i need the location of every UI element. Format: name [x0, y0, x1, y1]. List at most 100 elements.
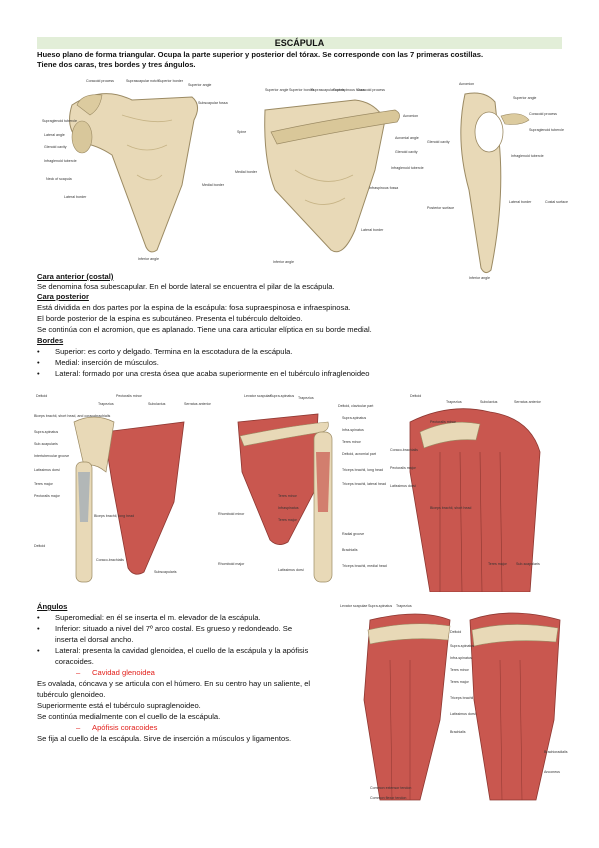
- sub-heading-cavidad-glenoidea: –Cavidad glenoidea: [76, 668, 155, 677]
- label-trapezius: Trapezius: [98, 402, 114, 406]
- label-teres-major-b: Teres major: [450, 680, 469, 684]
- label-lateral-border: Lateral border: [64, 195, 87, 199]
- label-superior-border-post: Superior border: [289, 88, 314, 92]
- label-medial-border: Medial border: [202, 183, 224, 187]
- heading-cara-posterior: Cara posterior: [37, 292, 89, 301]
- label-teres-minor-p2: Teres minor: [278, 494, 297, 498]
- label-teres-minor-b: Teres minor: [450, 668, 469, 672]
- label-subscapularis-a: Sub-scapularis: [516, 562, 540, 566]
- label-supraglenoid-tubercle-lat: Supraglenoid tubercle: [529, 128, 564, 132]
- label-triceps-long-head: Triceps brachii, long head: [342, 468, 384, 472]
- coracoides-line-1: Se fija al cuello de la escápula. Sirve …: [37, 734, 292, 743]
- label-latissimus-dorsi: Latissimus dorsi: [34, 468, 60, 472]
- label-supraspinatus-b1: Supra-spinatus: [368, 604, 393, 608]
- angulo-inferior-cont: inserta el dorsal ancho.: [55, 635, 134, 644]
- label-deltoid-b: Deltoid: [450, 630, 462, 634]
- label-subclavius-a: Subclavius: [480, 400, 498, 404]
- borde-medial: •Medial: inserción de músculos.: [37, 358, 159, 367]
- label-latissimus-dorsi-b: Latissimus dorsi: [450, 712, 476, 716]
- label-common-extensor-tendon: Common extensor tendon: [370, 786, 412, 790]
- anterior-text: Se denomina fosa subescapular. En el bor…: [37, 282, 335, 291]
- label-infraglenoid-tubercle-post: Infraglenoid tubercle: [391, 166, 424, 170]
- posterior-line-2: El borde posterior de la espina es subcu…: [37, 314, 303, 323]
- angulo-inferior: •Inferior: situado a nivel del 7º arco c…: [37, 624, 293, 633]
- label-rhomboid-major: Rhomboid major: [218, 562, 245, 566]
- label-serratus-anterior: Serratus anterior: [184, 402, 211, 406]
- label-neck-of-scapula: Neck of scapula: [46, 177, 72, 181]
- label-superior-angle-lat: Superior angle: [513, 96, 537, 100]
- label-spine: Spine: [237, 130, 247, 134]
- label-medial-border-post: Medial border: [235, 170, 257, 174]
- cavidad-line-3: Superiormente está el tubérculo supragle…: [37, 701, 201, 710]
- cavidad-line-1: Es ovalada, cóncava y se articula con el…: [37, 679, 311, 688]
- figure-scapula-lateral: Acromion Superior angle Coracoid process…: [425, 80, 575, 280]
- label-brachialis-b: Brachialis: [450, 730, 466, 734]
- label-infraspinous-fossa: Infraspinous fossa: [369, 186, 399, 190]
- label-lateral-angle: Lateral angle: [44, 133, 65, 137]
- label-costal-surface: Costal surface: [545, 200, 568, 204]
- label-acromial-angle: Acromial angle: [395, 136, 419, 140]
- heading-bordes: Bordes: [37, 336, 64, 345]
- label-infraspinatus-b: Infra-spinatus: [450, 656, 472, 660]
- label-superior-angle-post: Superior angle: [265, 88, 289, 92]
- label-pectoralis-minor: Pectoralis minor: [116, 394, 142, 398]
- label-pectoralis-minor-a: Pectoralis minor: [430, 420, 456, 424]
- figure-muscles-anterior: Deltoid Pectoralis minor Trapezius Subcl…: [34, 392, 214, 592]
- label-biceps-short-head: Biceps brachii, short head, and coracobr…: [34, 414, 111, 418]
- label-deltoid-a: Deltoid: [410, 394, 422, 398]
- label-infraspinatus-p1: Infra-spinatus: [342, 428, 364, 432]
- label-radial-groove: Radial groove: [342, 532, 365, 536]
- label-infraglenoid-tubercle-lat: Infraglenoid tubercle: [511, 154, 544, 158]
- label-superior-border: Superior border: [158, 79, 183, 83]
- intro-line-2: Tiene dos caras, tres bordes y tres ángu…: [37, 60, 196, 69]
- label-teres-minor-p1: Teres minor: [342, 440, 361, 444]
- label-supraspinatus-p2: Supra-spinatus: [342, 416, 367, 420]
- label-serratus-anterior-a: Serratus anterior: [514, 400, 541, 404]
- label-subscapularis: Subscapularis: [154, 570, 177, 574]
- label-common-flexor-tendon: Common flexor tendon: [370, 796, 407, 800]
- label-superior-angle: Superior angle: [188, 83, 212, 87]
- label-teres-major-a: Teres major: [488, 562, 507, 566]
- figure-muscles-anterior-arm: Deltoid Trapezius Subclavius Serratus an…: [390, 392, 560, 592]
- title-highlight: [37, 37, 562, 49]
- label-coracobrachialis: Coraco-brachialis: [96, 558, 124, 562]
- label-levator-scapulae: Levator scapulae: [244, 394, 272, 398]
- label-supraspinatus-p1: Supra-spinatus: [270, 394, 295, 398]
- figure-muscles-posterior: Levator scapulae Supra-spinatus Trapeziu…: [218, 392, 388, 592]
- label-infraspinatus-p2: Infraspinatus: [278, 506, 299, 510]
- label-triceps-b: Triceps brachii: [450, 696, 474, 700]
- angulo-superomedial: •Superomedial: en él se inserta el m. el…: [37, 613, 261, 622]
- label-subclavius: Subclavius: [148, 402, 166, 406]
- heading-angulos: Ángulos: [37, 602, 68, 611]
- label-glenoid-cavity-lat: Glenoid cavity: [427, 140, 450, 144]
- intro-line-1: Hueso plano de forma triangular. Ocupa l…: [37, 50, 484, 59]
- label-supraspinatus-b2: Supra-spinatus: [450, 644, 475, 648]
- label-biceps-short-head-a: Biceps brachii, short head: [430, 506, 472, 510]
- label-lateral-border-lat: Lateral border: [509, 200, 532, 204]
- label-subscapular-fossa: Subscapular fossa: [198, 101, 228, 105]
- label-latissimus-dorsi-a: Latissimus dorsi: [390, 484, 416, 488]
- label-deltoid-acromial: Deltoid, acromial part: [342, 452, 376, 456]
- label-anconeus: Anconeus: [544, 770, 560, 774]
- label-deltoid-lower: Deltoid: [34, 544, 46, 548]
- label-brachioradialis: Brachioradialis: [544, 750, 568, 754]
- label-trapezius-p: Trapezius: [298, 396, 314, 400]
- angulo-lateral: •Lateral: presenta la cavidad glenoidea,…: [37, 646, 309, 655]
- label-suprascapular-notch: Suprascapular notch: [126, 79, 159, 83]
- label-triceps-medial-head: Triceps brachii, medial head: [342, 564, 387, 568]
- label-deltoid-clavicular: Deltoid, clavicular part: [338, 404, 374, 408]
- label-acromion-post: Acromion: [403, 114, 419, 118]
- label-coracoid-process-lat: Coracoid process: [529, 112, 557, 116]
- label-triceps-lateral-head: Triceps brachii, lateral head: [342, 482, 387, 486]
- label-teres-major: Teres major: [34, 482, 53, 486]
- label-teres-major-p: Teres major: [278, 518, 297, 522]
- label-brachialis: Brachialis: [342, 548, 358, 552]
- cavidad-line-2: tubérculo glenoideo.: [37, 690, 106, 699]
- figure-scapula-posterior: Superior angle Superior border Suprascap…: [235, 80, 425, 270]
- label-posterior-surface: Posterior surface: [427, 206, 455, 210]
- label-glenoid-cavity: Glenoid cavity: [44, 145, 67, 149]
- label-supraglenoid-tubercle: Supraglenoid tubercle: [42, 119, 77, 123]
- label-inferior-angle-post: Inferior angle: [273, 260, 294, 264]
- label-coracobrachialis-a: Coraco-brachialis: [390, 448, 418, 452]
- label-infraglenoid-tubercle: Infraglenoid tubercle: [44, 159, 77, 163]
